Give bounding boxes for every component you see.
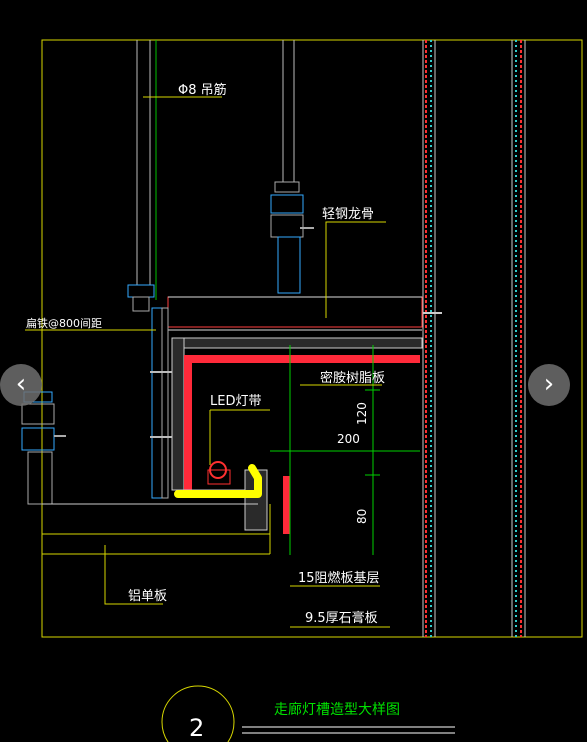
label-led-strip: LED灯带 xyxy=(210,394,261,409)
drawing-frame xyxy=(41,39,583,638)
chevron-left-icon: ‹ xyxy=(15,369,27,399)
chevron-right-icon: › xyxy=(543,369,555,399)
next-image-button[interactable]: › xyxy=(528,364,570,406)
dimension-lines xyxy=(270,345,420,555)
main-carrier xyxy=(167,296,423,328)
label-light-steel-keel: 轻钢龙骨 xyxy=(322,207,374,222)
wall-section-right xyxy=(511,40,526,637)
flat-steel-vertical xyxy=(150,307,172,499)
wall-section-left xyxy=(422,40,436,637)
led-highlight-yellow xyxy=(174,464,262,498)
leader-lines xyxy=(25,96,390,628)
label-resin-board: 密胺树脂板 xyxy=(320,370,385,386)
hanger-rod-right xyxy=(270,40,314,294)
label-flat-steel: 扁铁@800间距 xyxy=(26,317,102,330)
label-gypsum-board: 9.5厚石膏板 xyxy=(305,610,378,626)
dimension-height-lower: 80 xyxy=(355,509,369,524)
label-aluminum-panel: 铝单板 xyxy=(128,589,167,604)
title-text: 走廊灯槽造型大样图 xyxy=(274,701,400,718)
hanger-bracket-lower-left xyxy=(21,391,66,505)
hanger-rod-left xyxy=(127,40,157,312)
prev-image-button[interactable]: ‹ xyxy=(0,364,42,406)
led-fixture xyxy=(207,461,231,485)
title-circle xyxy=(161,685,235,742)
aluminum-panel xyxy=(42,503,271,555)
title-number: 2 xyxy=(189,714,204,742)
label-hanger-bar: Φ8 吊筋 xyxy=(178,82,227,98)
side-panel-red xyxy=(283,476,290,534)
dimension-height-upper: 120 xyxy=(355,402,369,425)
label-fireproof-base: 15阻燃板基层 xyxy=(298,570,380,586)
dimension-width: 200 xyxy=(337,432,360,446)
